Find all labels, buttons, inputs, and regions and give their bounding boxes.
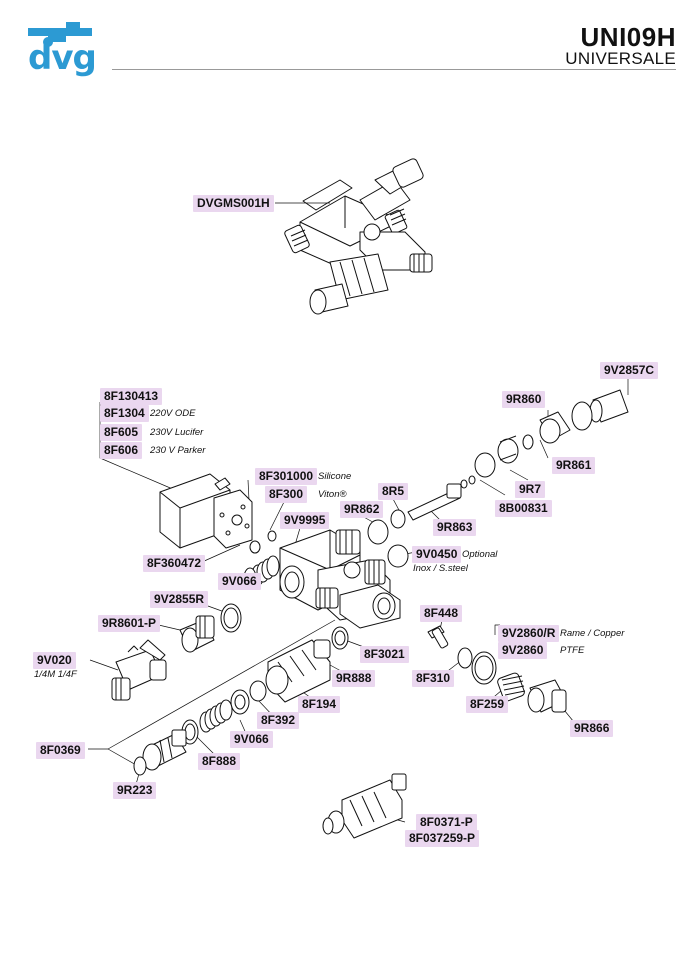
part-note: Silicone <box>318 471 352 482</box>
part-label: 8F194 <box>298 696 341 713</box>
oring-8f310 <box>457 647 473 669</box>
part-note: 230V Lucifer <box>150 427 204 438</box>
part-label: 8F1304 <box>100 405 149 422</box>
part-label: 8F0371-P <box>416 814 477 831</box>
faucet-logo-icon <box>28 22 92 47</box>
part-label: 8F888 <box>198 753 241 770</box>
part-label: 9V2855R <box>150 591 209 608</box>
part-label: 9R862 <box>340 501 384 518</box>
quick-connector-8f0369 <box>133 729 187 776</box>
header-divider <box>112 69 676 70</box>
part-label: 9V9995 <box>280 512 330 529</box>
part-label: 9R7 <box>515 481 546 498</box>
part-label: 9V066 <box>218 573 261 590</box>
part-label: 8F301000 <box>255 468 318 485</box>
coupling-9r888 <box>265 639 331 703</box>
part-label: 9V2860/R <box>498 625 560 642</box>
assembly-dvgms001h <box>284 158 433 315</box>
part-note: PTFE <box>560 645 585 656</box>
part-note: 230 V Parker <box>150 445 206 456</box>
part-label: 8F130413 <box>100 388 163 405</box>
washer-8f3021 <box>331 626 349 650</box>
solenoid-coil <box>159 473 253 549</box>
part-label: 9V020 <box>33 652 76 669</box>
part-label: 8F0369 <box>36 742 85 759</box>
model-name: UNIVERSALE <box>565 49 676 68</box>
part-label: 9V2860 <box>498 642 548 659</box>
part-label: 9R888 <box>332 670 376 687</box>
part-label: 8F3021 <box>360 646 409 663</box>
ball-valve-9v020 <box>111 639 167 701</box>
ring-8f194 <box>249 680 267 702</box>
washer-9v2860 <box>471 651 497 685</box>
part-label: 8F606 <box>100 442 143 459</box>
fitting-9r8601p <box>179 615 215 653</box>
part-label: 9R223 <box>113 782 157 799</box>
part-label: 9V066 <box>230 731 273 748</box>
part-label: 8R5 <box>378 483 409 500</box>
part-note: Viton® <box>318 489 347 500</box>
part-label: 8F360472 <box>143 555 206 572</box>
part-label: 8F310 <box>412 670 455 687</box>
part-label: 9R860 <box>502 391 546 408</box>
fitting-9r866 <box>527 679 567 713</box>
part-label: 9R861 <box>552 457 596 474</box>
spring-9v066-lower <box>199 699 233 733</box>
model-code: UNI09H <box>580 22 676 52</box>
part-label: 9R866 <box>570 720 614 737</box>
oring-8f301000 <box>267 530 277 542</box>
washer-8f392 <box>230 689 250 715</box>
part-note: Inox / S.steel <box>413 563 468 574</box>
valve-body <box>279 529 401 629</box>
quick-connector-8f0371p <box>322 773 407 839</box>
part-label: 9R8601-P <box>98 615 161 632</box>
part-label: 9V0450 <box>412 546 462 563</box>
part-note: 1/4M 1/4F <box>34 669 77 680</box>
part-label: 9R863 <box>433 519 477 536</box>
part-note: Rame / Copper <box>560 628 625 639</box>
part-label: 8F605 <box>100 424 143 441</box>
part-label: 8F448 <box>420 605 463 622</box>
part-label: DVGMS001H <box>193 195 274 212</box>
part-label: 8F392 <box>257 712 300 729</box>
part-label: 8F259 <box>466 696 509 713</box>
stem-assembly <box>367 389 629 568</box>
part-note: 220V ODE <box>150 408 196 419</box>
oring-8f360472 <box>249 540 261 554</box>
part-label: 8B00831 <box>495 500 552 517</box>
part-label: 8F300 <box>265 486 308 503</box>
part-label: 9V2857C <box>600 362 659 379</box>
part-note: Optional <box>462 549 498 560</box>
screw-8f448 <box>427 625 449 649</box>
logo-text: dvg <box>28 38 97 78</box>
spring-8f259 <box>497 672 526 702</box>
part-label: 8F037259-P <box>405 830 480 847</box>
